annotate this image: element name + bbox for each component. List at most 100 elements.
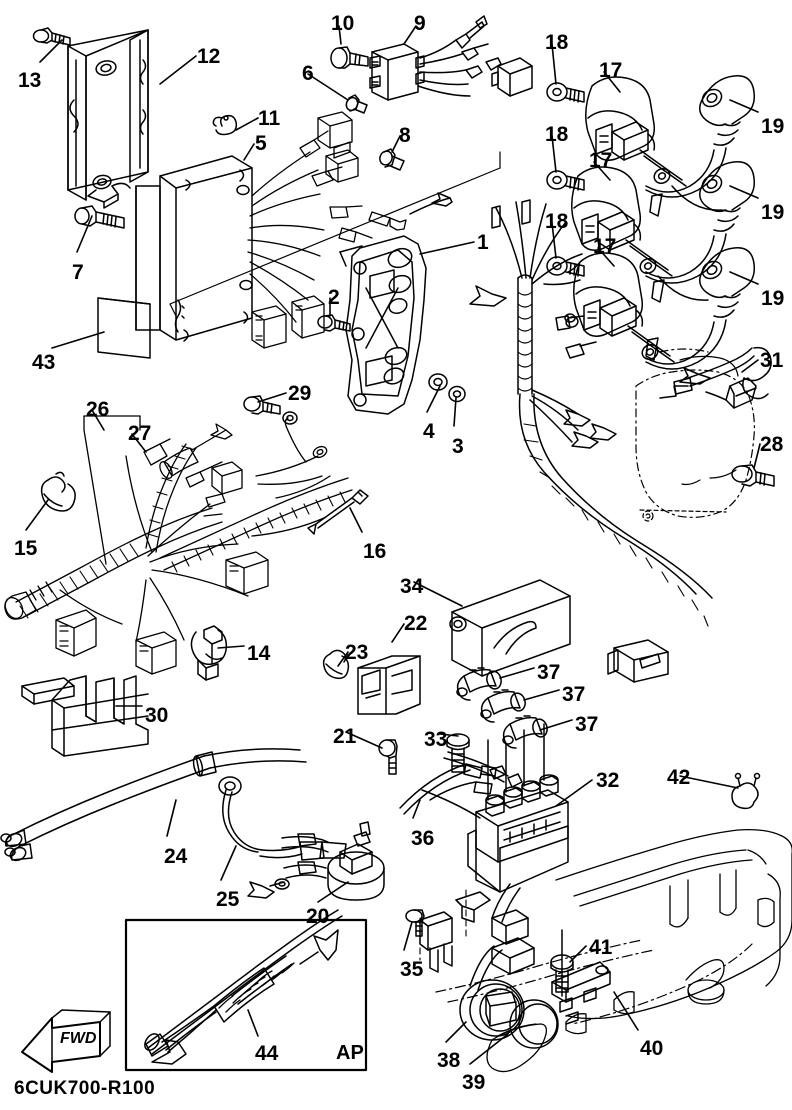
center-harness-trunk [469,199,713,683]
callout-number: 24 [164,845,188,868]
part-31-thermoswitch [659,346,772,409]
part-21-bolt [378,739,398,775]
callout-number: 10 [331,12,355,35]
callout-number: 31 [760,349,784,372]
callout-number: 13 [18,69,42,92]
lower-left-brackets [419,891,491,973]
part-24-battery-cables [0,748,307,862]
callout-number: 8 [399,124,411,147]
callout-number: 1 [477,231,489,254]
part-43-decal [97,297,151,359]
part-41-bolt [550,929,574,997]
upper-harness-wires [247,111,407,349]
callout-number: 41 [589,936,613,959]
callout-number: 17 [599,59,623,82]
callout-number: 30 [145,704,169,727]
direction-arrow-upper [409,192,453,215]
callout-number: 14 [247,642,271,665]
callout-number: 26 [86,398,110,421]
callout-number: 18 [545,210,569,233]
callout-number: 33 [424,728,448,751]
fwd-arrow-marker [21,1009,111,1073]
callout-number: 2 [328,286,340,309]
part-44-sensor-inset [144,909,343,1065]
part-4-washer [428,373,448,391]
part-19-plug-cap-2 [645,161,756,284]
callout-number: 6 [302,62,314,85]
part-11-clip [212,114,238,136]
callout-number: 21 [333,725,357,748]
part-7-bolt [74,205,125,229]
callout-number: 7 [72,261,84,284]
part-16-cable-tie [307,489,369,535]
panel-edge-line [169,151,501,317]
part-40-bracket [551,961,611,1025]
part-28-bolt [731,464,775,487]
inset-panel-frame [124,918,368,1072]
callout-number: 42 [667,766,691,789]
part-35-screw [405,909,425,937]
callout-number: 22 [404,612,428,635]
part-9-ignition-unit [369,15,533,101]
callout-number: 43 [32,351,56,374]
part-13-bolt [32,27,71,46]
part-38-socket [459,937,535,1041]
callout-number: 29 [288,382,312,405]
part-1-bracket [339,235,427,415]
callout-number: 40 [640,1037,664,1060]
callout-number: 28 [760,433,784,456]
inset-ap-label: AP [336,1042,364,1064]
callout-number: 19 [761,287,785,310]
document-id: 6CUK700-R100 [14,1078,156,1099]
callout-number: 38 [437,1049,461,1072]
callout-number: 4 [423,420,435,443]
engine-block-dot [639,509,727,522]
part-20-starter-relay [247,821,385,901]
part-18-bolt-2 [546,170,585,191]
part-2-bolt [317,314,351,332]
part-34-cover [449,579,571,677]
part-18-bolt-3 [546,256,585,277]
cowling-outline [555,828,792,1035]
part-17-ignition-coil-3 [573,252,675,363]
part-5-cdi-unit [159,155,253,342]
callout-number: 3 [452,435,464,458]
callout-number: 11 [258,107,281,130]
part-18-bolt-1 [546,82,585,103]
callout-number: 5 [255,132,267,155]
callout-number: 37 [562,683,586,706]
part-32-terminal-block [421,723,569,945]
callout-number: 17 [589,149,613,172]
part-37-boot-3 [502,715,548,749]
engine-block-outline [635,348,755,518]
callout-number: 27 [128,422,152,445]
part-14-clamp [190,625,228,681]
part-39-gasket [509,999,559,1049]
callout-number: 12 [197,45,221,68]
part-30-clamp [21,675,149,757]
callout-number: 34 [400,575,424,598]
callout-number: 32 [596,769,620,792]
lower-left-dashed [419,889,467,961]
part-19-plug-cap-3 [645,247,756,370]
part-33-screw [446,733,470,773]
callout-number: 20 [306,905,330,928]
part-17-ignition-coil-1 [585,76,723,211]
callout-number: 23 [345,641,369,664]
callout-number: 18 [545,31,569,54]
mounting-panel [135,185,185,333]
part-3-nut [448,385,466,403]
part-8-screw [379,148,405,171]
part-12-cover-bracket [67,29,149,209]
cowling-inner-dash [435,939,753,1025]
part-42-clip [731,772,761,810]
part-15-clip [40,471,76,512]
part-17-ignition-coil-2 [571,166,709,301]
callout-number: 9 [414,12,426,35]
coil-ground-terminals [645,193,665,361]
part-26-wire-harness [4,415,353,675]
callout-number: 36 [411,827,435,850]
callout-number: 16 [363,540,387,563]
